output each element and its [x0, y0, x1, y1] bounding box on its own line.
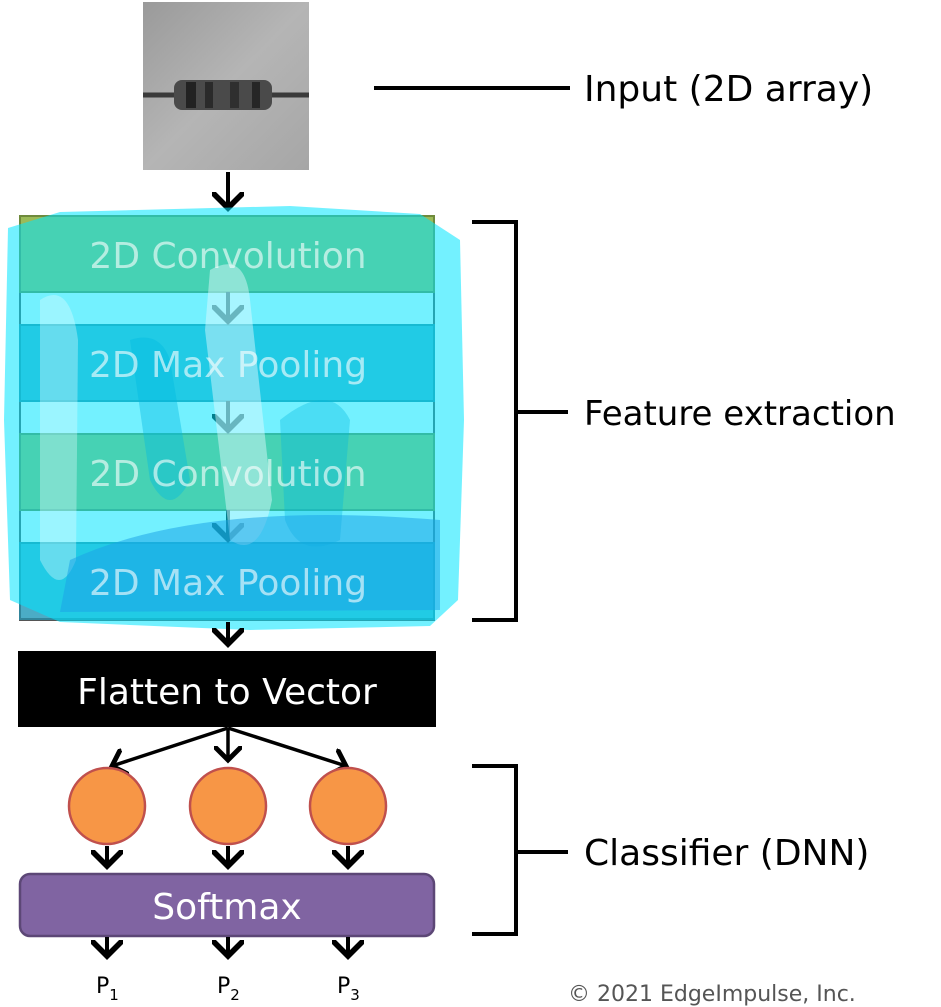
feature-extraction-label: Feature extraction: [584, 394, 896, 434]
neuron-3: [308, 766, 388, 846]
output-p3: P3: [337, 974, 360, 1002]
neuron-2: [188, 766, 268, 846]
layer-label-2: 2D Max Pooling: [89, 345, 367, 386]
layer-label-3: 2D Convolution: [89, 454, 366, 495]
neuron-1: [67, 766, 147, 846]
feature-stack: 2D Convolution 2D Max Pooling 2D Convolu…: [4, 206, 464, 630]
feature-bracket: [472, 220, 568, 622]
classifier-label: Classifier (DNN): [584, 833, 870, 874]
output-p1: P1: [96, 974, 119, 1002]
input-label: Input (2D array): [584, 69, 874, 110]
layer-label-4: 2D Max Pooling: [89, 563, 367, 604]
classifier-bracket: [472, 764, 568, 936]
copyright-text: © 2021 EdgeImpulse, Inc.: [568, 982, 856, 1007]
output-p2: P2: [217, 974, 240, 1002]
softmax-block: [18, 872, 436, 938]
input-image: [143, 2, 309, 170]
layer-label-1: 2D Convolution: [89, 236, 366, 277]
softmax-label: Softmax: [152, 887, 301, 928]
flatten-label: Flatten to Vector: [77, 672, 377, 713]
flatten-block: [18, 651, 436, 727]
